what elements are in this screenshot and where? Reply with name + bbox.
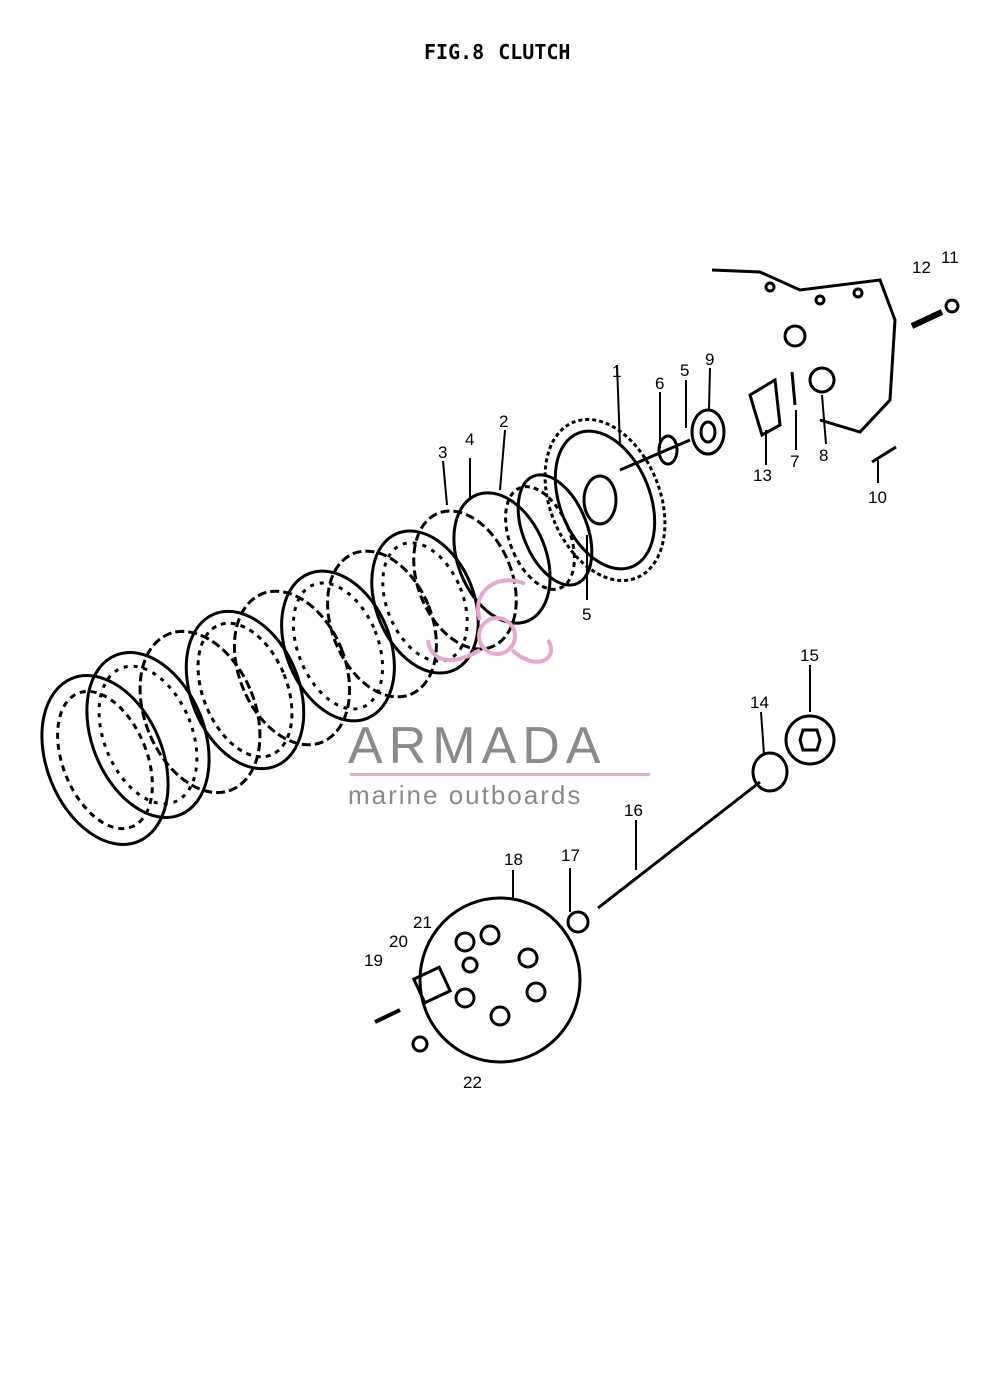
clutch-plate-stack: [40, 491, 552, 846]
lock-nut: [944, 298, 960, 314]
release-housing: [711, 268, 897, 434]
watermark-brand: ARMADA: [348, 717, 607, 775]
figure-caption: CLUTCH: [498, 40, 571, 64]
figure-title: FIG.8 CLUTCH: [424, 40, 584, 64]
release-cam: [748, 377, 782, 438]
pressure-plate: [418, 896, 582, 1064]
callout-7: 7: [790, 452, 800, 471]
callout-17: 17: [561, 846, 580, 865]
callout-12: 12: [912, 258, 931, 277]
callout-4: 4: [465, 430, 475, 449]
callout-14: 14: [750, 693, 769, 712]
figure-number: FIG.8: [424, 40, 485, 64]
callout-3: 3: [438, 443, 448, 462]
release-arm: [808, 366, 836, 394]
spacer: [657, 434, 679, 466]
primary-driven-gear: [543, 417, 667, 583]
callout-19: 19: [364, 951, 383, 970]
callout-20: 20: [389, 932, 408, 951]
watermark-logo-mark: [426, 578, 554, 664]
callout-5-upper: 5: [680, 361, 690, 380]
callout-8: 8: [819, 446, 829, 465]
washer-15: [784, 714, 836, 766]
callout-22: 22: [463, 1073, 482, 1092]
push-rod: [597, 780, 761, 910]
screw: [871, 445, 897, 464]
callout-18: 18: [504, 850, 523, 869]
callout-6: 6: [655, 374, 665, 393]
callout-15: 15: [800, 646, 819, 665]
callout-13: 13: [753, 466, 772, 485]
callout-9: 9: [705, 350, 715, 369]
washer-22: [411, 1035, 429, 1053]
callout-11: 11: [941, 248, 959, 267]
callout-2: 2: [499, 412, 509, 431]
clutch-spring: [411, 965, 453, 1005]
bolt-19: [374, 1008, 401, 1024]
callout-21: 21: [413, 913, 432, 932]
bearing: [690, 408, 726, 456]
callout-10: 10: [868, 488, 887, 507]
watermark-tagline: marine outboards: [348, 780, 583, 810]
push-piece: [566, 910, 590, 934]
callout-16: 16: [624, 801, 643, 820]
watermark-divider: [350, 773, 650, 776]
callout-5-lower: 5: [582, 605, 592, 624]
bearing-14: [751, 751, 789, 793]
adjusting-screw: [910, 309, 944, 329]
callout-1: 1: [612, 362, 622, 381]
